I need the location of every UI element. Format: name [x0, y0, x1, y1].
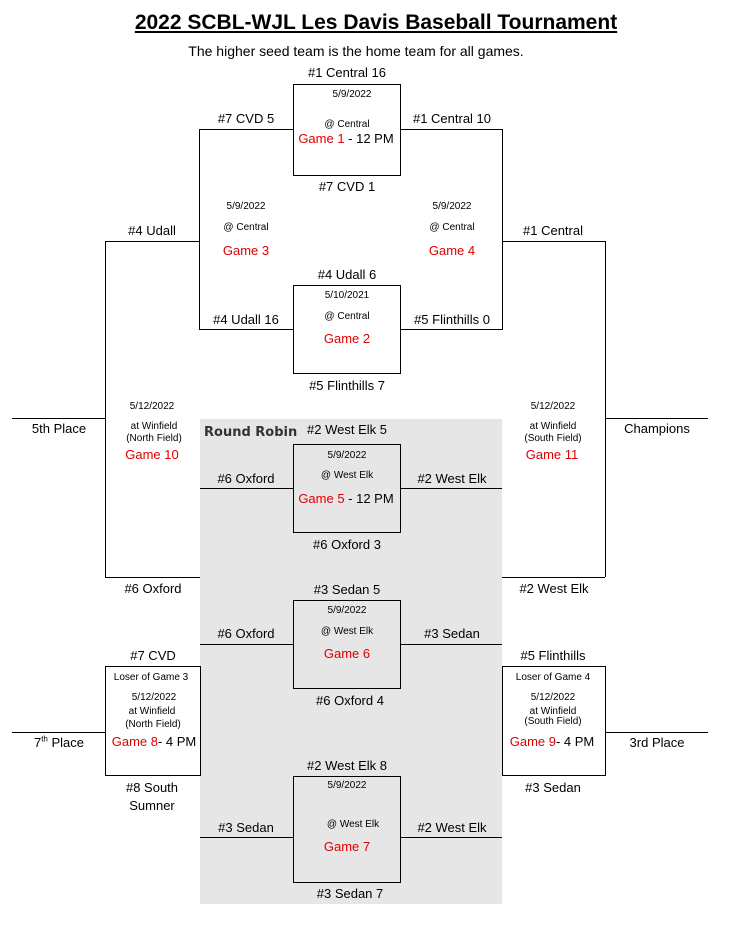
fifth-place-label: 5th Place [31, 421, 87, 436]
game8-top-team: #7 CVD [130, 648, 176, 663]
game5-bottom-team: #6 Oxford 3 [313, 537, 381, 552]
game7-left-team: #3 Sedan [218, 820, 274, 835]
game7-right-team: #2 West Elk [417, 820, 487, 835]
game3-winner-team: #4 Udall [128, 223, 176, 238]
game7-box [293, 776, 401, 883]
third-place-label: 3rd Place [629, 735, 685, 750]
game5-top-team: #2 West Elk 5 [307, 422, 387, 437]
game6-left-team: #6 Oxford [217, 626, 275, 641]
game3-venue: @ Central [223, 222, 269, 233]
game11-venue: at Winfield [529, 421, 577, 432]
game4-date: 5/9/2022 [432, 201, 472, 212]
game8-date: 5/12/2022 [131, 692, 177, 703]
game8-field: (North Field) [125, 719, 181, 730]
game1-box [293, 84, 401, 176]
page-title: 2022 SCBL-WJL Les Davis Baseball Tournam… [134, 11, 618, 34]
game2-bottom-team: #5 Flinthills 7 [309, 378, 385, 393]
game7-date: 5/9/2022 [327, 780, 367, 791]
game10-venue: at Winfield [130, 421, 178, 432]
game10-field: (North Field) [126, 433, 182, 444]
game8-label: Game 8- 4 PM [111, 734, 197, 749]
game6-box [293, 600, 401, 689]
game11-field: (South Field) [524, 433, 582, 444]
game3-date: 5/9/2022 [226, 201, 266, 212]
game1-right-team: #1 Central 10 [412, 111, 492, 126]
game9-loser-note: Loser of Game 4 [515, 672, 591, 683]
round-robin-area [200, 419, 502, 904]
game10-label: Game 10 [125, 447, 179, 462]
game4-venue: @ Central [429, 222, 475, 233]
game8-box [105, 666, 201, 776]
seventh-place-label: 7th Place [33, 734, 85, 750]
game2-venue: @ Central [324, 311, 370, 322]
game7-top-team: #2 West Elk 8 [307, 758, 387, 773]
game1-venue: @ Central [324, 119, 370, 130]
game9-box [502, 666, 606, 776]
game8-bottom-team-line1: #8 South [125, 780, 179, 795]
game1-date: 5/9/2022 [332, 89, 372, 100]
game11-bottom-team: #2 West Elk [519, 581, 589, 596]
game7-venue: @ West Elk [326, 819, 380, 830]
game8-loser-note: Loser of Game 3 [113, 672, 189, 683]
game4-winner-team: #1 Central [523, 223, 583, 238]
game4-label: Game 4 [428, 243, 476, 258]
game5-date: 5/9/2022 [327, 450, 367, 461]
game1-top-team: #1 Central 16 [307, 65, 387, 80]
game6-bottom-team: #6 Oxford 4 [316, 693, 384, 708]
game11-label: Game 11 [525, 447, 579, 462]
game9-venue: at Winfield [529, 706, 577, 717]
game5-box [293, 444, 401, 533]
game2-top-team: #4 Udall 6 [317, 267, 377, 282]
game9-date: 5/12/2022 [530, 692, 576, 703]
page-subtitle: The higher seed team is the home team fo… [188, 43, 524, 59]
game9-field: (South Field) [524, 716, 582, 727]
round-robin-label: Round Robin [204, 425, 298, 440]
game2-left-team: #4 Udall 16 [213, 312, 279, 327]
game2-box [293, 285, 401, 374]
game8-venue: at Winfield [128, 706, 176, 717]
game2-right-team: #5 Flinthills 0 [414, 312, 490, 327]
game11-date: 5/12/2022 [530, 401, 576, 412]
game5-label: Game 5 - 12 PM [298, 491, 394, 506]
game2-date: 5/10/2021 [324, 290, 370, 301]
game6-venue: @ West Elk [320, 626, 374, 637]
game1-bottom-team: #7 CVD 1 [318, 179, 376, 194]
game8-bottom-team-line2: Sumner [129, 798, 175, 813]
game7-label: Game 7 [323, 839, 371, 854]
game3-label: Game 3 [222, 243, 270, 258]
game9-bottom-team: #3 Sedan [525, 780, 581, 795]
game1-left-team: #7 CVD 5 [217, 111, 275, 126]
game2-label: Game 2 [323, 331, 371, 346]
game10-date: 5/12/2022 [129, 401, 175, 412]
game6-label: Game 6 [323, 646, 371, 661]
game5-left-team: #6 Oxford [217, 471, 275, 486]
champions-label: Champions [624, 421, 690, 436]
game1-label: Game 1 - 12 PM [298, 131, 394, 146]
game9-label: Game 9- 4 PM [509, 734, 595, 749]
game7-bottom-team: #3 Sedan 7 [316, 886, 384, 901]
game10-bottom-team: #6 Oxford [124, 581, 182, 596]
game5-right-team: #2 West Elk [417, 471, 487, 486]
game6-date: 5/9/2022 [327, 605, 367, 616]
game9-top-team: #5 Flinthills [520, 648, 586, 663]
game6-top-team: #3 Sedan 5 [313, 582, 381, 597]
game6-right-team: #3 Sedan [424, 626, 480, 641]
game5-venue: @ West Elk [320, 470, 374, 481]
